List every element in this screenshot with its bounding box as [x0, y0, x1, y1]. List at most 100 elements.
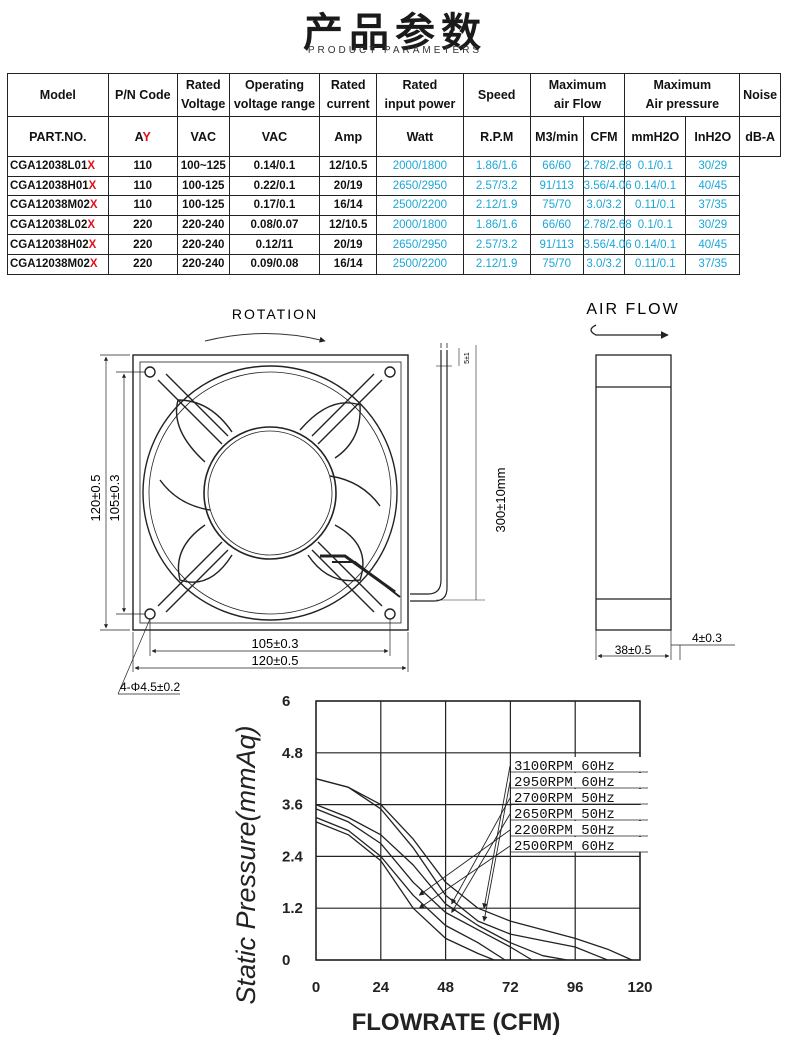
- dim-outer-h-label: 120±0.5: [252, 653, 299, 668]
- unit-cell: R.P.M: [462, 116, 531, 157]
- unit-cell: VAC: [176, 116, 230, 157]
- series-line: [315, 821, 495, 961]
- unit-cell: Amp: [319, 116, 378, 157]
- y-tick-label: 4.8: [282, 745, 303, 762]
- voltage-cell: 110: [107, 195, 178, 216]
- unit-cell: VAC: [228, 116, 321, 157]
- mmh2o-cell: 3.0/3.2: [582, 195, 626, 216]
- power-cell: 12/10.5: [319, 156, 378, 177]
- legend-entry: 3100RPM 60Hz: [514, 759, 615, 775]
- noise-cell: 37/35: [685, 253, 741, 275]
- series-line: [315, 778, 633, 961]
- fan-front-view: [132, 354, 409, 631]
- rpm-cell: 2500/2200: [376, 253, 464, 275]
- pn-code-cell: AY: [107, 116, 178, 157]
- legend-bg: [512, 789, 648, 804]
- legend-bg: [512, 757, 648, 772]
- x-axis-label: FLOWRATE (CFM): [352, 1009, 561, 1036]
- airflow-label: AIR FLOW: [586, 301, 679, 318]
- page-title: 产品参数: [303, 10, 487, 56]
- mmh2o-cell: 2.78/2.68: [582, 156, 632, 177]
- rpm-cell: 2000/1800: [376, 214, 464, 236]
- th-model: Model: [7, 73, 109, 117]
- legend-bg: [512, 837, 648, 852]
- legend-bg: [512, 821, 648, 836]
- unit-cell: dB-A: [739, 116, 781, 157]
- power-cell: 16/14: [319, 253, 378, 275]
- dim-inner-v-label: 105±0.3: [107, 475, 122, 522]
- rotation-arrow: [204, 333, 326, 343]
- range-cell: 220-240: [176, 214, 230, 236]
- dim-flange-label: 4±0.3: [692, 631, 722, 645]
- y-tick-label: 6: [282, 693, 290, 710]
- rotation-label: ROTATION: [232, 306, 318, 322]
- y-axis-label: Static Pressure(mmAq): [231, 725, 261, 1004]
- model-cell: CGA12038L02X: [7, 214, 109, 236]
- legend-bg: [512, 773, 648, 788]
- series-line: [315, 803, 568, 961]
- dim-lines-horizontal: [117, 618, 409, 695]
- legend-entry: 2200RPM 50Hz: [514, 823, 615, 839]
- model-cell: CGA12038M02X: [7, 253, 109, 275]
- legend-entry: 2700RPM 50Hz: [514, 791, 615, 807]
- legend-entry: 2650RPM 50Hz: [514, 807, 615, 823]
- current-cell: 0.14/0.1: [228, 156, 321, 177]
- series-line: [315, 808, 533, 961]
- y-tick-label: 2.4: [282, 848, 304, 865]
- cable: [320, 343, 485, 602]
- cfm-cell: 91/113: [529, 175, 584, 197]
- range-cell: 100-125: [176, 175, 230, 197]
- m3-cell: 2.57/3.2: [462, 234, 531, 255]
- y-tick-label: 3.6: [282, 797, 303, 814]
- dim-outer-v-label: 120±0.5: [88, 475, 103, 522]
- legend-pointer: [451, 813, 511, 913]
- rpm-cell: 2650/2950: [376, 234, 464, 255]
- cfm-cell: 66/60: [529, 156, 584, 177]
- dim-cable-label: 300±10mm: [493, 468, 508, 533]
- power-cell: 20/19: [319, 234, 378, 255]
- voltage-cell: 110: [107, 156, 178, 177]
- dim-depth-label: 38±0.5: [615, 643, 652, 657]
- voltage-cell: 220: [107, 253, 178, 275]
- legend-bg: [512, 805, 648, 820]
- th-partno: PART.NO.: [7, 116, 109, 157]
- current-cell: 0.08/0.07: [228, 214, 321, 236]
- cfm-cell: 75/70: [529, 253, 584, 275]
- legend-entry: 2950RPM 60Hz: [514, 775, 615, 791]
- unit-cell: mmH2O: [624, 116, 687, 157]
- mmh2o-cell: 2.78/2.68: [582, 214, 632, 236]
- x-tick-label: 96: [567, 979, 584, 996]
- series-line: [315, 816, 506, 961]
- range-cell: 100-125: [176, 195, 230, 216]
- table-unit-row: PART.NO. AY VAC VAC Amp Watt R.P.M M3/mi…: [7, 116, 781, 157]
- x-tick-label: 120: [627, 979, 652, 996]
- inh2o-cell: 0.11/0.1: [624, 253, 687, 275]
- range-cell: 100~125: [176, 156, 230, 177]
- y-tick-label: 1.2: [282, 900, 303, 917]
- y-tick-label: 0: [282, 952, 290, 969]
- dim-holes-label: 4-Φ4.5±0.2: [120, 680, 181, 694]
- mmh2o-cell: 3.56/4.06: [582, 175, 632, 197]
- unit-cell: CFM: [582, 116, 626, 157]
- noise-cell: 40/45: [685, 175, 741, 197]
- x-tick-label: 72: [502, 979, 519, 996]
- m3-cell: 1.86/1.6: [462, 156, 531, 177]
- legend-pointer: [418, 829, 511, 896]
- dim-lines-vertical: [100, 354, 145, 631]
- m3-cell: 2.12/1.9: [462, 253, 531, 275]
- dim-tip-label: 5±1: [464, 352, 471, 364]
- voltage-cell: 220: [107, 214, 178, 236]
- m3-cell: 2.57/3.2: [462, 175, 531, 197]
- cfm-cell: 66/60: [529, 214, 584, 236]
- fan-side-view: [595, 354, 735, 660]
- current-cell: 0.09/0.08: [228, 253, 321, 275]
